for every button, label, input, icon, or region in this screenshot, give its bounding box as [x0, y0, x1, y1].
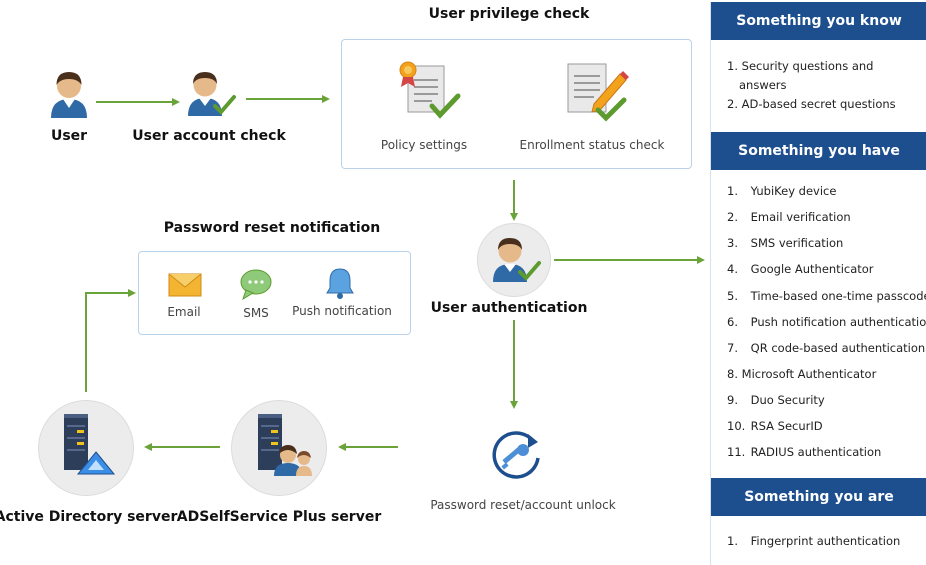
sms-label: SMS: [243, 306, 269, 320]
know-item: 2. AD-based secret questions: [727, 97, 896, 111]
policy-document-icon: [396, 58, 464, 128]
arrow-ad-to-notification: [85, 289, 136, 392]
privilege-check-box: [341, 39, 692, 169]
ad-server-icon: [60, 412, 120, 484]
something-you-have-header: Something you have: [711, 132, 926, 170]
have-item: 10. RSA SecurID: [727, 419, 823, 433]
user-avatar-icon: [48, 68, 90, 122]
have-item: 5. Time-based one-time passcodes: [727, 289, 926, 303]
something-you-are-header: Something you are: [711, 478, 926, 516]
user-authentication-icon: [490, 234, 542, 288]
something-you-know-header: Something you know: [711, 2, 926, 40]
bell-icon: [325, 266, 355, 304]
password-reset-unlock-label: Password reset/account unlock: [430, 498, 616, 512]
are-item: 1. Fingerprint authentication: [727, 534, 901, 548]
have-item: 11. RADIUS authentication: [727, 445, 882, 459]
sms-bubble-icon: [239, 268, 273, 304]
have-item: 9. Duo Security: [727, 393, 825, 407]
user-account-check-icon: [185, 68, 237, 122]
user-privilege-check-title: User privilege check: [428, 6, 590, 22]
enrollment-document-icon: [564, 60, 632, 130]
email-label: Email: [167, 305, 201, 319]
adss-server-icon: [252, 412, 312, 484]
know-item: answers: [739, 78, 787, 92]
enrollment-status-check-label: Enrollment status check: [519, 138, 665, 152]
user-account-check-label: User account check: [132, 128, 286, 144]
push-notification-label: Push notification: [292, 304, 392, 318]
password-reset-notification-title: Password reset notification: [163, 220, 381, 236]
have-item: 1. YubiKey device: [727, 184, 837, 198]
have-item: 2. Email verification: [727, 210, 851, 224]
have-item: 6. Push notification authentication: [727, 315, 926, 329]
ad-server-label: Active Directory server: [0, 509, 178, 525]
email-icon: [168, 272, 202, 302]
adss-server-label: ADSelfService Plus server: [176, 509, 382, 525]
policy-settings-label: Policy settings: [380, 138, 468, 152]
have-item: 8. Microsoft Authenticator: [727, 367, 877, 381]
have-item: 4. Google Authenticator: [727, 262, 874, 276]
have-item: 7. QR code-based authentication: [727, 341, 926, 355]
user-label: User: [50, 128, 88, 144]
authentication-factors-panel: Something you know 1. Security questions…: [710, 2, 926, 565]
know-item: 1. Security questions and: [727, 59, 874, 73]
have-item: 3. SMS verification: [727, 236, 844, 250]
key-refresh-icon: [488, 428, 546, 488]
user-authentication-label: User authentication: [430, 300, 588, 316]
